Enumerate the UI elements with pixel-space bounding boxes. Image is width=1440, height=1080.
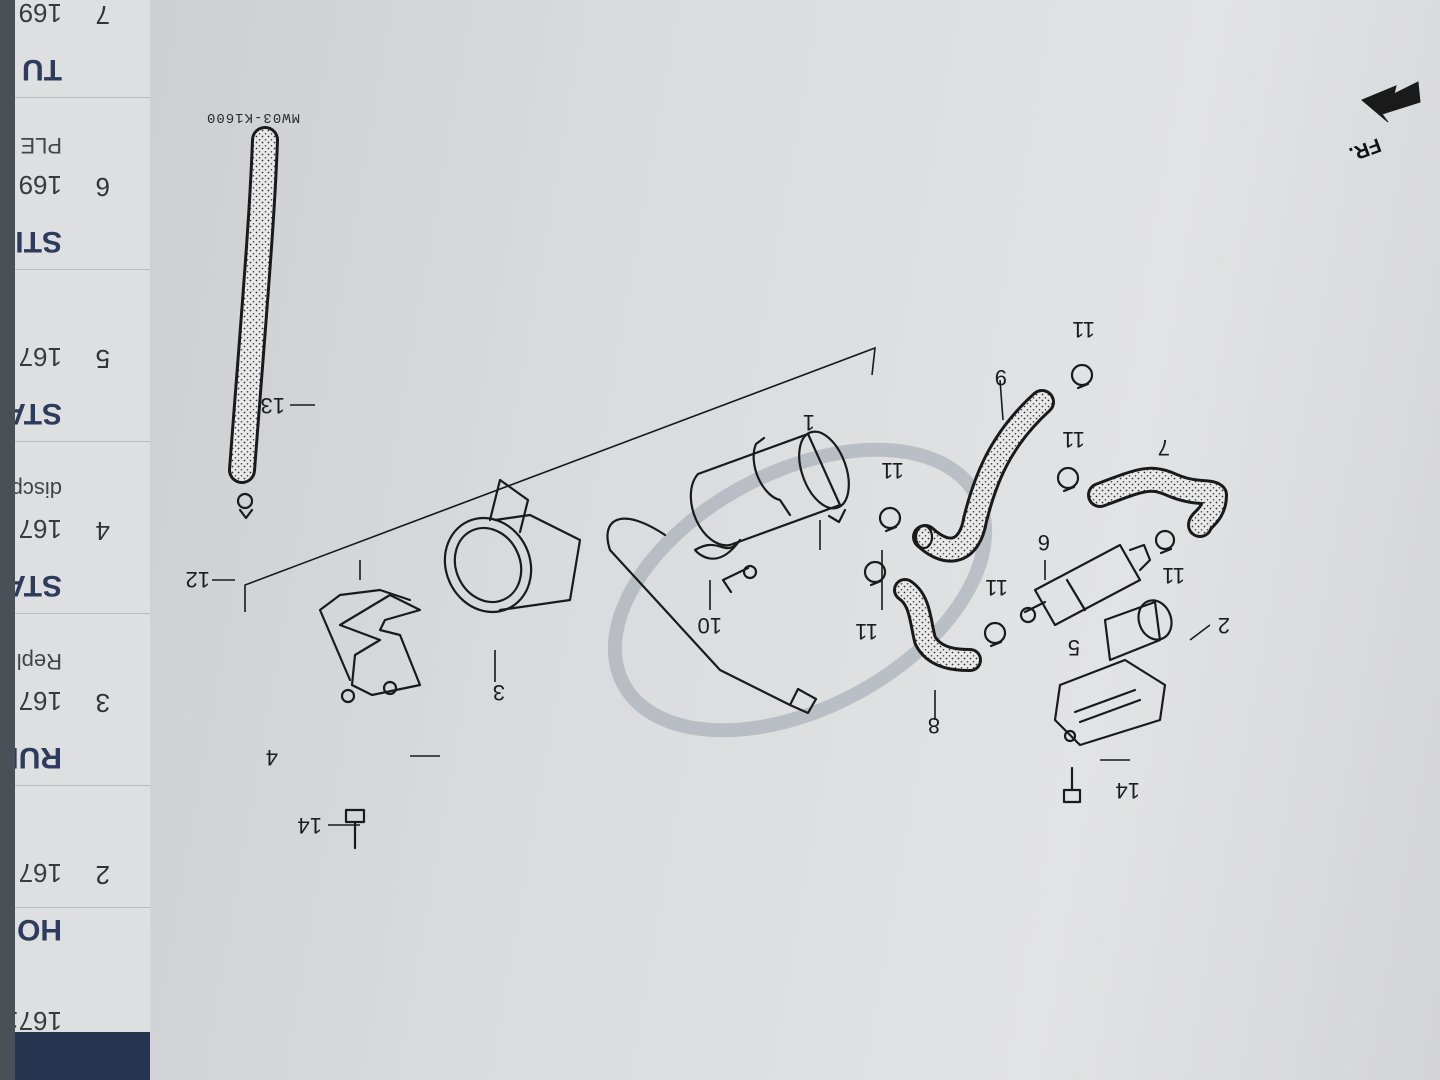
part-7-hose[interactable] <box>1087 466 1228 538</box>
row-part-number: 167 <box>18 858 62 888</box>
label-part-9: 9 <box>995 365 1007 390</box>
label-part-11: 11 <box>1162 563 1185 588</box>
diagram-code: MW03-K1600 <box>206 109 300 125</box>
label-part-11: 11 <box>881 458 904 483</box>
part-14-bolt[interactable] <box>344 808 366 850</box>
row-number: 7 <box>95 0 110 30</box>
parts-list-row[interactable]: 5 STA 167 <box>0 269 150 442</box>
hose-clamp[interactable] <box>863 560 887 587</box>
row-description: Repl <box>16 649 62 674</box>
row-description: discp <box>10 477 62 502</box>
row-part-name: STI <box>15 225 62 258</box>
part-14-bolt[interactable] <box>1062 766 1082 804</box>
label-part-8: 8 <box>928 713 940 738</box>
row-part-name: TU <box>22 53 62 86</box>
parts-list-sidebar: 1671C 2 HOI 167 3 RUB 167 Repl 4 STA 167… <box>0 0 150 1080</box>
label-part-11: 11 <box>1062 427 1085 452</box>
row-part-number: 169 <box>18 0 62 28</box>
label-part-6: 6 <box>1038 530 1050 555</box>
label-part-13: 13 <box>261 393 285 418</box>
row-number: 4 <box>95 516 110 546</box>
label-part-4: 4 <box>266 745 278 770</box>
label-part-3: 3 <box>493 680 505 705</box>
row-part-number: 167 <box>18 514 62 544</box>
row-number: 6 <box>95 172 110 202</box>
label-part-2: 2 <box>1218 613 1230 638</box>
part-10-clamp[interactable] <box>693 538 758 594</box>
label-part-11: 11 <box>855 619 878 644</box>
part-2-cap[interactable] <box>1103 596 1177 662</box>
hose-clamp[interactable] <box>1056 466 1080 493</box>
row-number: 5 <box>95 344 110 374</box>
label-part-7: 7 <box>1158 435 1170 460</box>
label-part-14: 14 <box>298 813 322 838</box>
label-part-11: 11 <box>985 575 1008 600</box>
label-part-11: 11 <box>1072 317 1095 342</box>
screen-bezel <box>0 0 15 1080</box>
part-12-clip[interactable] <box>236 492 254 520</box>
assembly-guide-line <box>244 346 876 612</box>
part-1-canister[interactable] <box>689 425 859 547</box>
sidebar-footer-bar <box>0 1032 150 1080</box>
label-part-12: 12 <box>186 567 210 592</box>
row-description: PLE <box>20 133 62 158</box>
tube-connector[interactable] <box>788 687 818 715</box>
label-part-1: 1 <box>803 410 815 435</box>
parts-list-row[interactable]: 2 HOI 167 <box>0 785 150 958</box>
parts-list-row[interactable]: 6 STI 169 PLE <box>0 97 150 270</box>
part-5-bracket[interactable] <box>1053 658 1167 747</box>
parts-list-row[interactable]: 7 TU 169 <box>0 0 150 98</box>
parts-list-row[interactable]: 3 RUB 167 Repl <box>0 613 150 786</box>
part-8-hose[interactable] <box>893 578 982 672</box>
row-part-number: 167 <box>18 342 62 372</box>
front-label: FR. <box>1346 133 1384 165</box>
row-number: 3 <box>95 688 110 718</box>
row-part-name: HOI <box>8 913 62 946</box>
part-9-hose[interactable] <box>912 389 1055 563</box>
front-direction-arrow: FR. <box>1346 81 1421 165</box>
part-4-bracket[interactable] <box>318 588 422 704</box>
leader-line <box>999 379 1004 421</box>
leader-line <box>1189 624 1211 641</box>
row-number: 2 <box>95 860 110 890</box>
parts-list-row[interactable]: 4 STA 167 discp <box>0 441 150 614</box>
label-part-10: 10 <box>698 613 722 638</box>
part-3-housing[interactable] <box>430 478 582 626</box>
hose-clamp[interactable] <box>1154 529 1176 555</box>
canister-breather-tube[interactable] <box>606 517 792 707</box>
part-13-long-hose[interactable] <box>228 126 279 484</box>
row-part-number: 167 <box>18 686 62 716</box>
hose-clamp[interactable] <box>878 506 902 533</box>
hose-clamp[interactable] <box>1070 363 1094 390</box>
hose-clamp[interactable] <box>983 621 1007 648</box>
part-6-filter[interactable] <box>1019 543 1152 627</box>
label-part-5: 5 <box>1068 635 1080 660</box>
exploded-parts-diagram: FR. MW03-K1600 <box>186 81 1421 850</box>
row-part-number: 169 <box>18 170 62 200</box>
label-part-14: 14 <box>1116 778 1140 803</box>
